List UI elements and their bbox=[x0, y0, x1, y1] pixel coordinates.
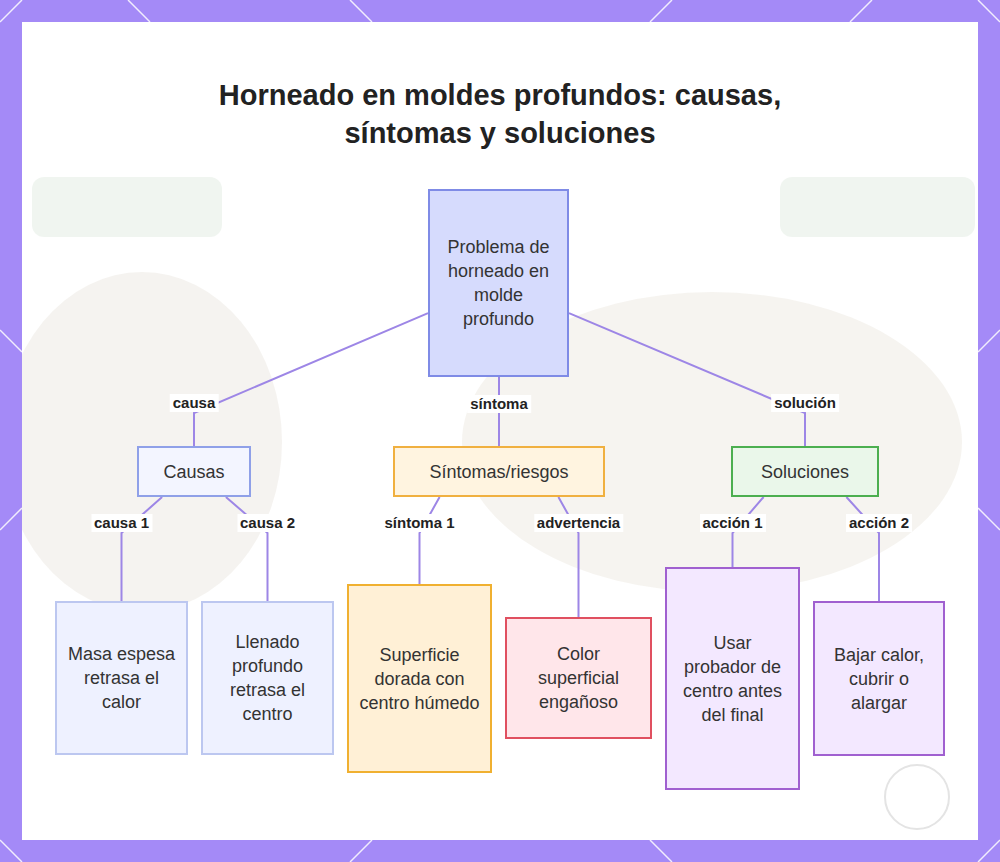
edge-label: acción 2 bbox=[846, 514, 912, 532]
symptom-box: Superficie dorada con centro húmedo bbox=[347, 584, 492, 773]
root-box: Problema de horneado en molde profundo bbox=[428, 189, 569, 377]
edge-label: acción 1 bbox=[699, 514, 765, 532]
warning-box: Color superficial engañoso bbox=[505, 617, 652, 739]
edge-label: causa bbox=[170, 394, 219, 412]
edge-label: síntoma 1 bbox=[381, 514, 457, 532]
node-text: Masa espesa retrasa el calor bbox=[65, 642, 178, 714]
node-text: Superficie dorada con centro húmedo bbox=[357, 643, 482, 715]
node-text: Síntomas/riesgos bbox=[429, 460, 568, 484]
connector-line bbox=[569, 313, 805, 446]
connector-line bbox=[733, 497, 764, 567]
connector-line bbox=[420, 497, 440, 584]
action-box: Bajar calor, cubrir o alargar bbox=[813, 601, 945, 756]
category-box: Soluciones bbox=[731, 446, 879, 497]
edge-label: causa 1 bbox=[91, 514, 152, 532]
node-text: Llenado profundo retrasa el centro bbox=[211, 630, 324, 726]
node-text: Causas bbox=[163, 460, 224, 484]
connector-line bbox=[122, 497, 163, 601]
node-text: Usar probador de centro antes del final bbox=[675, 631, 790, 727]
diagram-title: Horneado en moldes profundos: causas, sí… bbox=[200, 76, 800, 152]
edge-label: advertencia bbox=[534, 514, 623, 532]
category-box: Causas bbox=[137, 446, 251, 497]
connector-line bbox=[226, 497, 268, 601]
edge-label: solución bbox=[771, 394, 839, 412]
node-text: Bajar calor, cubrir o alargar bbox=[823, 643, 935, 715]
connector-line bbox=[194, 313, 428, 446]
edge-label: causa 2 bbox=[237, 514, 298, 532]
cause-box: Llenado profundo retrasa el centro bbox=[201, 601, 334, 755]
cause-box: Masa espesa retrasa el calor bbox=[55, 601, 188, 755]
node-text: Soluciones bbox=[761, 460, 849, 484]
node-text: Problema de horneado en molde profundo bbox=[438, 235, 559, 331]
edge-label: síntoma bbox=[467, 395, 531, 413]
node-text: Color superficial engañoso bbox=[515, 642, 642, 714]
category-box: Síntomas/riesgos bbox=[393, 446, 605, 497]
action-box: Usar probador de centro antes del final bbox=[665, 567, 800, 790]
connector-line bbox=[846, 497, 879, 601]
